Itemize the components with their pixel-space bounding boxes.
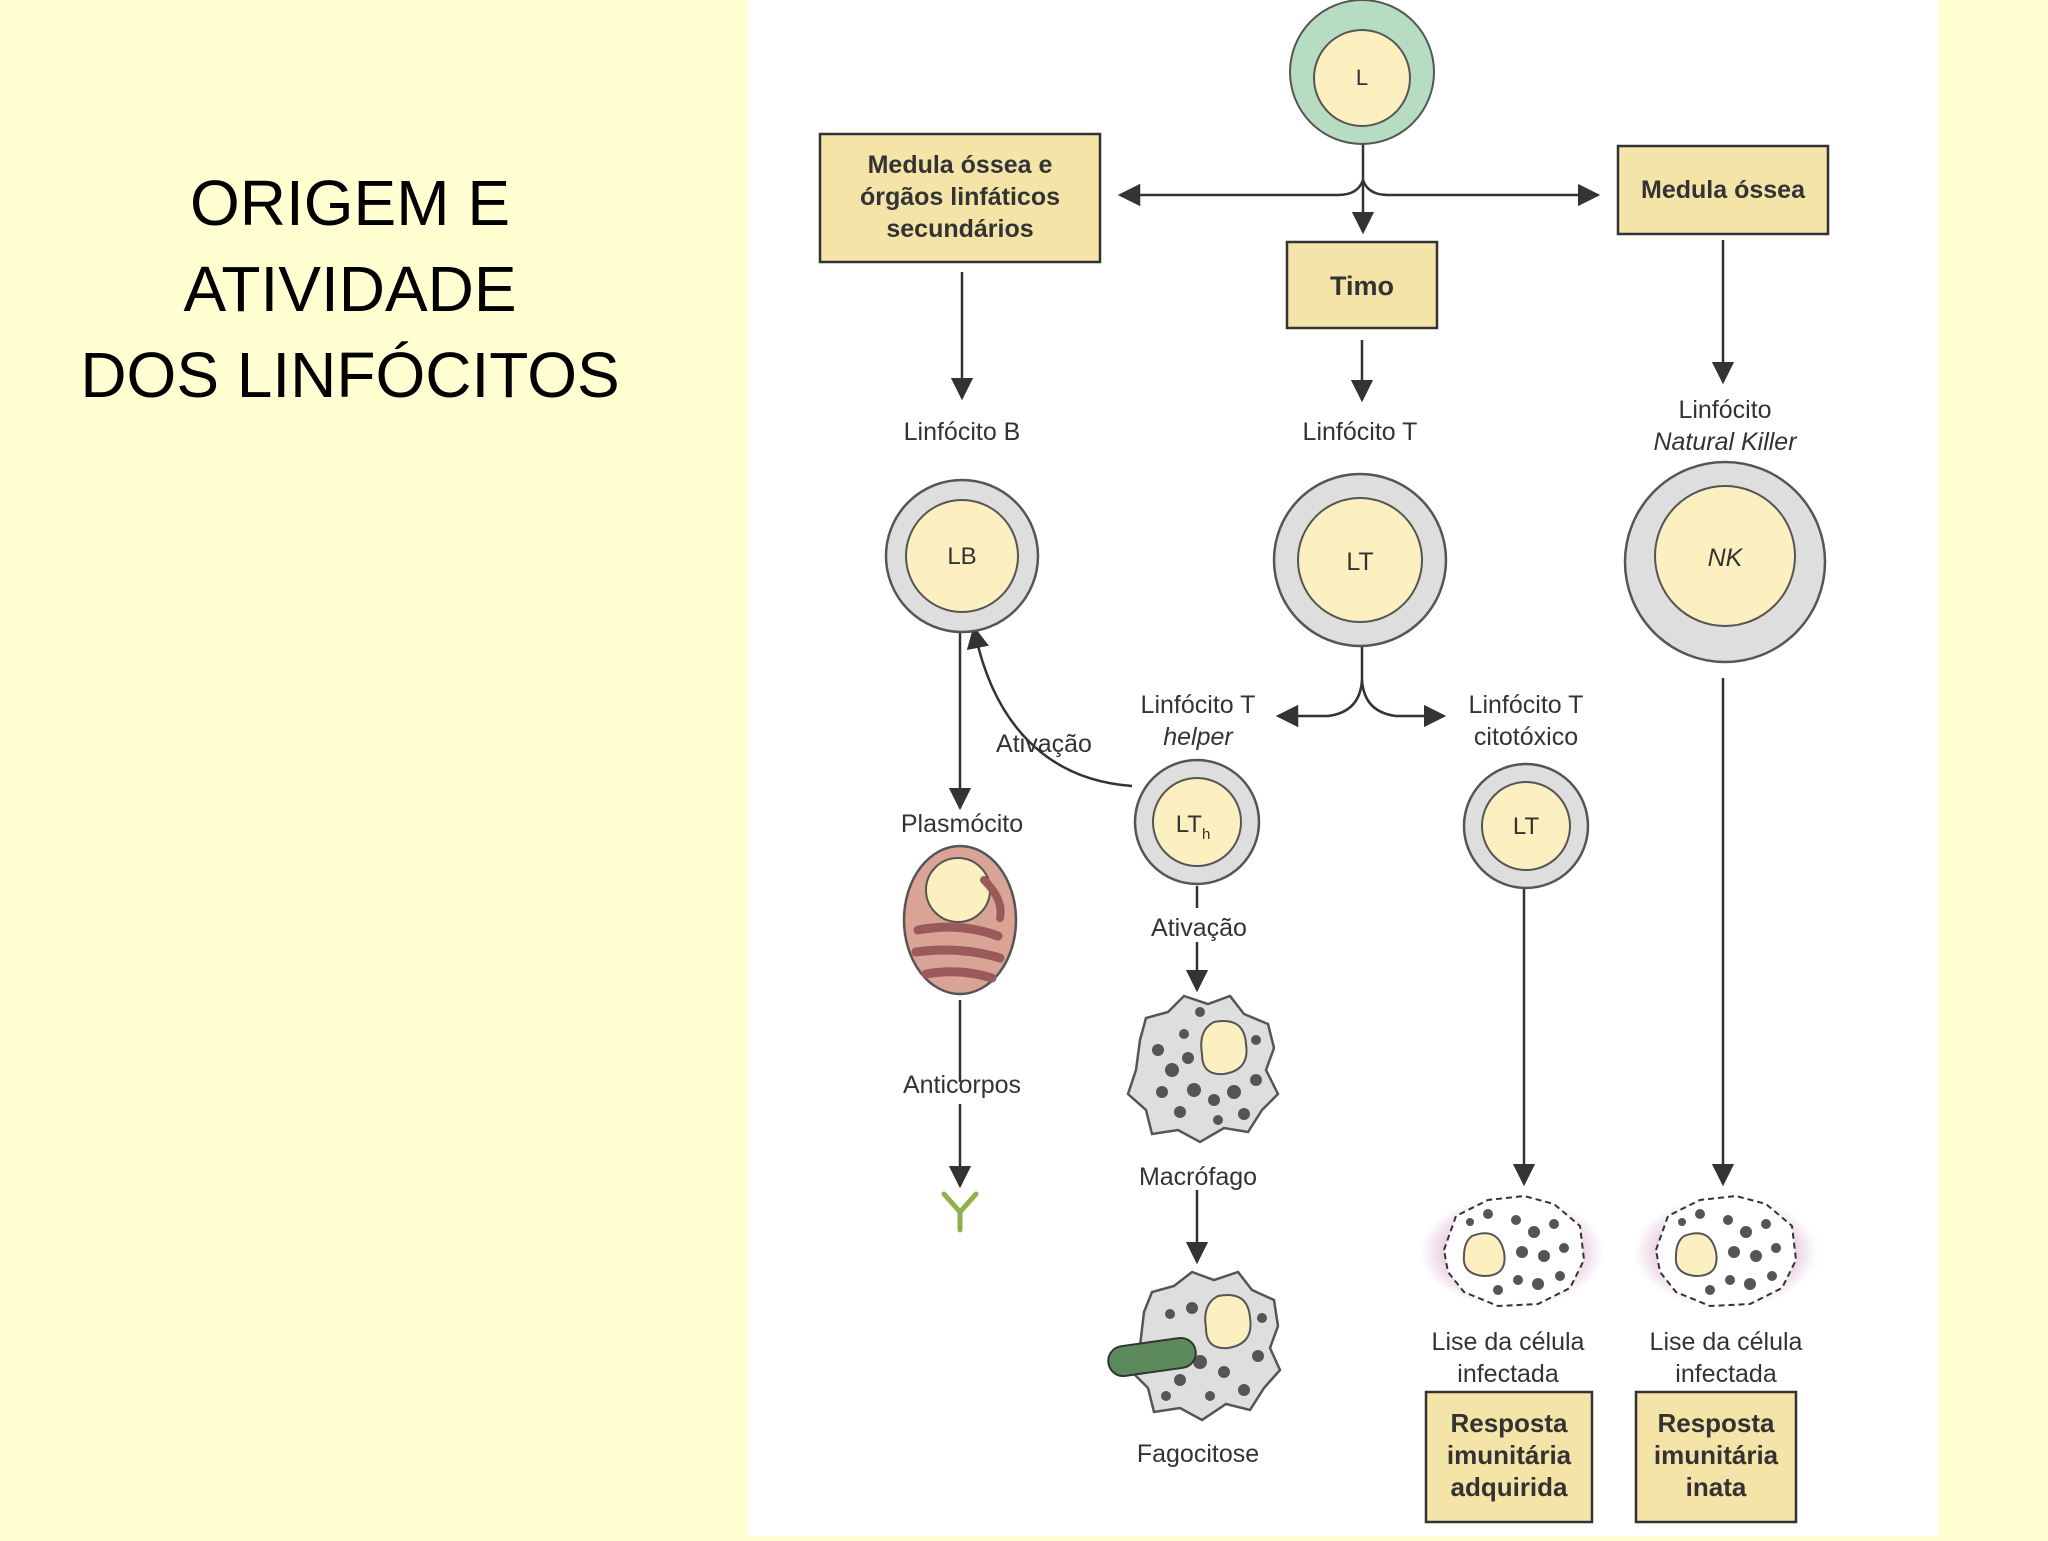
bacterium-icon xyxy=(1107,1336,1197,1378)
box-innate-line-1: Resposta xyxy=(1657,1408,1775,1438)
box-left-line-3: secundários xyxy=(886,215,1033,243)
arrow-activation-to-lb xyxy=(966,625,1133,788)
label-lysis-2-line-1: Lise da célula xyxy=(1650,1328,1803,1356)
cell-th: LTh xyxy=(1133,758,1261,886)
label-lysis-2-line-2: infectada xyxy=(1675,1360,1777,1388)
label-antibodies: Anticorpos xyxy=(903,1071,1021,1099)
box-acquired-line-1: Resposta xyxy=(1450,1408,1568,1438)
box-timo: Timo xyxy=(1285,240,1439,330)
title-line-3: DOS LINFÓCITOS xyxy=(80,339,620,411)
slide-title: ORIGEM E ATIVIDADE DOS LINFÓCITOS xyxy=(40,160,660,418)
cell-th-label: LTh xyxy=(1176,811,1211,843)
label-macrophage: Macrófago xyxy=(1139,1163,1257,1191)
label-lysis-1-line-2: infectada xyxy=(1457,1360,1559,1388)
box-timo-label: Timo xyxy=(1330,271,1394,301)
box-acquired-line-2: imunitária xyxy=(1447,1440,1572,1470)
label-lymphocyte-t: Linfócito T xyxy=(1303,418,1418,446)
cell-l: L xyxy=(1289,0,1435,145)
cell-lb-label: LB xyxy=(947,543,976,570)
box-acquired-line-3: adquirida xyxy=(1450,1472,1568,1502)
box-bone-marrow: Medula óssea xyxy=(1616,144,1830,236)
label-th-line-2: helper xyxy=(1163,723,1234,751)
box-innate-response: Resposta imunitária inata xyxy=(1634,1390,1798,1524)
lysis-cell-acquired xyxy=(1420,1194,1604,1308)
box-left-line-2: órgãos linfáticos xyxy=(860,183,1060,211)
cell-nk: NK xyxy=(1623,460,1827,664)
box-acquired-response: Resposta imunitária adquirida xyxy=(1424,1390,1594,1524)
cell-nk-label: NK xyxy=(1708,544,1744,572)
cell-l-label: L xyxy=(1356,65,1368,90)
title-line-2: ATIVIDADE xyxy=(183,253,517,325)
diagram-panel: L Medula óssea e órgãos linfáticos secun… xyxy=(748,0,1938,1536)
box-left-line-1: Medula óssea e xyxy=(868,151,1053,179)
antibody-icon xyxy=(941,1191,979,1233)
lysis-cell-innate xyxy=(1634,1194,1818,1308)
arrow-to-right-box xyxy=(1361,179,1601,207)
label-tc-line-2: citotóxico xyxy=(1474,723,1578,751)
lymphocyte-diagram: L Medula óssea e órgãos linfáticos secun… xyxy=(818,0,1830,1524)
arrow-to-left-box xyxy=(1117,179,1365,207)
label-lymphocyte-b: Linfócito B xyxy=(904,418,1021,446)
label-lysis-1-line-1: Lise da célula xyxy=(1432,1328,1585,1356)
box-innate-line-2: imunitária xyxy=(1654,1440,1779,1470)
arrow-to-th xyxy=(1275,679,1364,728)
label-activation-macrophage: Ativação xyxy=(1151,914,1247,942)
label-activation-lb: Ativação xyxy=(996,730,1092,758)
label-nk-line-1: Linfócito xyxy=(1678,396,1771,424)
label-phagocytosis: Fagocitose xyxy=(1137,1440,1259,1468)
box-innate-line-3: inata xyxy=(1686,1472,1747,1502)
cell-lt-label: LT xyxy=(1346,548,1373,576)
arrow-to-tc xyxy=(1360,679,1447,728)
box-bone-marrow-secondary: Medula óssea e órgãos linfáticos secundá… xyxy=(818,132,1102,264)
label-th-line-1: Linfócito T xyxy=(1141,691,1256,719)
phagocytosis-cell xyxy=(1107,1270,1282,1422)
title-line-1: ORIGEM E xyxy=(189,167,511,239)
box-right-label: Medula óssea xyxy=(1641,176,1806,204)
cell-lt: LT xyxy=(1272,472,1448,648)
cell-tc: LT xyxy=(1462,762,1590,890)
plasmocyte-cell xyxy=(902,844,1018,996)
cell-tc-label: LT xyxy=(1513,813,1540,840)
label-tc-line-1: Linfócito T xyxy=(1469,691,1584,719)
cell-lb: LB xyxy=(884,478,1040,634)
macrophage-cell xyxy=(1126,994,1280,1144)
label-plasmocyte: Plasmócito xyxy=(901,810,1023,838)
label-nk-line-2: Natural Killer xyxy=(1653,428,1798,456)
